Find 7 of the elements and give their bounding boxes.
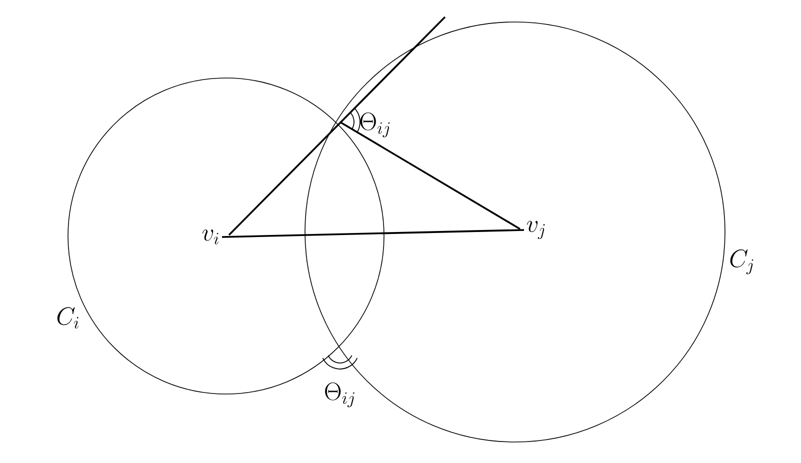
math-label: $C_i$ xyxy=(57,307,78,329)
math-label: $C_j$ xyxy=(730,249,754,274)
point-label: $v_j$ xyxy=(526,220,545,240)
math-label: $\Theta_{ij}$ xyxy=(325,382,354,408)
math-label: $\Theta_{ij}$ xyxy=(360,112,390,138)
point-label: $v_i$ xyxy=(202,230,218,244)
line xyxy=(222,229,524,238)
